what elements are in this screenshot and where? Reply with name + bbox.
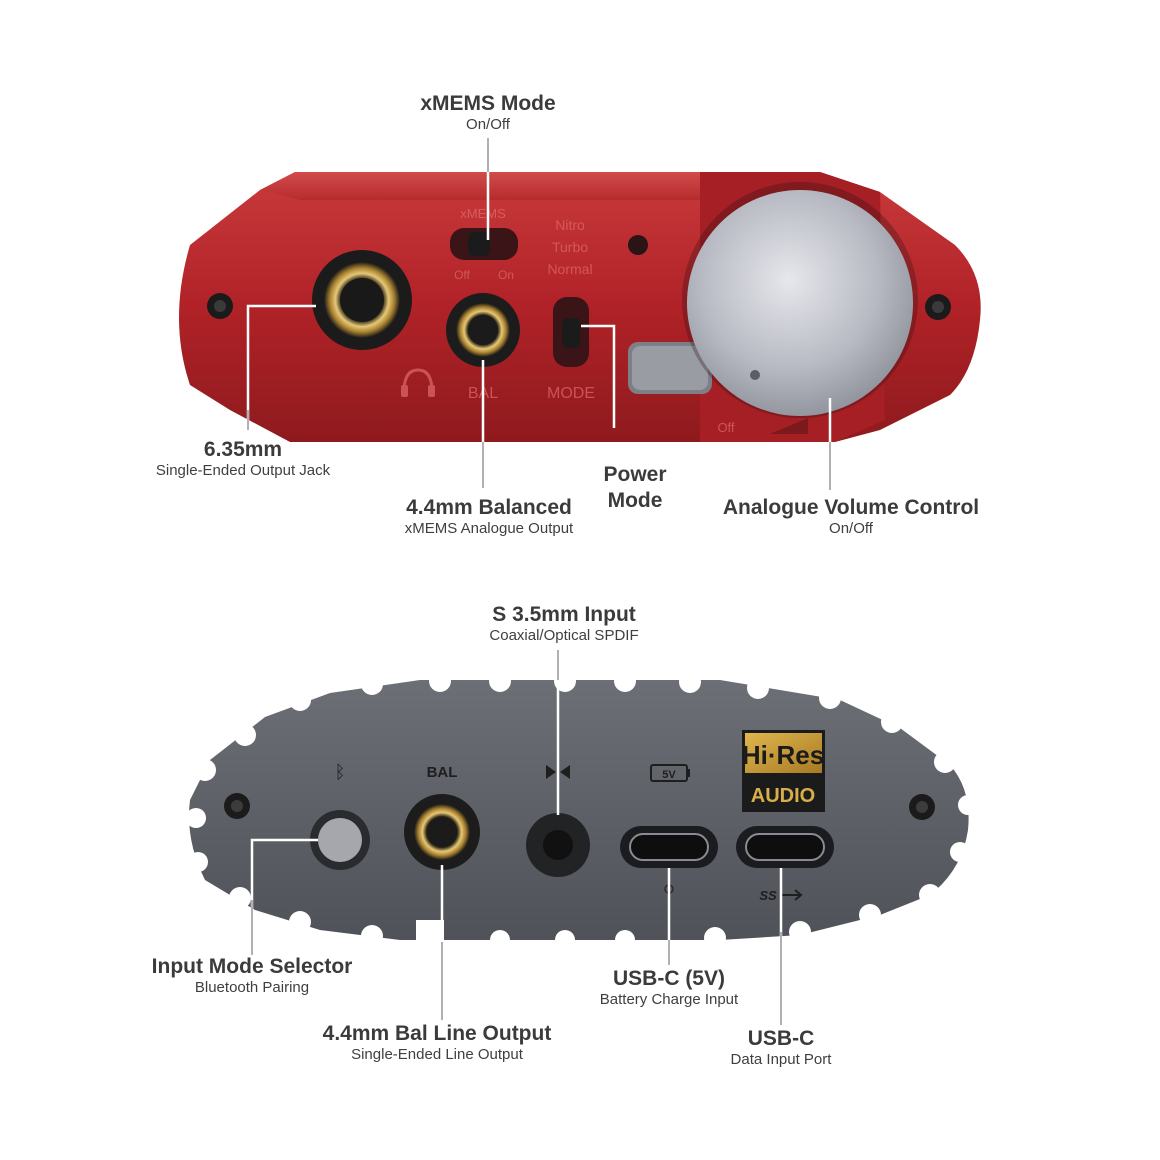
svg-text:Hi·Res: Hi·Res — [742, 740, 824, 770]
callout-title: USB-C — [747, 1027, 815, 1050]
volume-knob[interactable] — [687, 190, 913, 416]
status-led-icon — [628, 235, 648, 255]
xmems-off-label: Off — [454, 268, 470, 282]
front-leader-lines-outside — [247, 138, 831, 490]
callout-title-line2: Mode — [607, 489, 663, 512]
callout-title: Input Mode Selector — [151, 955, 353, 978]
volume-off-label: Off — [717, 420, 734, 435]
callout-bal-line: 4.4mm Bal Line Output Single-Ended Line … — [307, 1022, 567, 1064]
svg-text:AUDIO: AUDIO — [751, 785, 815, 807]
callout-title: Analogue Volume Control — [722, 496, 980, 519]
callout-usbc-data: USB-C Data Input Port — [691, 1027, 871, 1069]
callout-xmems-mode: xMEMS Mode On/Off — [388, 92, 588, 134]
callout-subtitle: Bluetooth Pairing — [194, 979, 310, 996]
callout-title: USB-C (5V) — [612, 967, 725, 990]
callout-volume: Analogue Volume Control On/Off — [710, 496, 992, 538]
callout-input-mode: Input Mode Selector Bluetooth Pairing — [137, 955, 367, 997]
callout-bal-44: 4.4mm Balanced xMEMS Analogue Output — [379, 496, 599, 538]
front-panel: xMEMS Off On Nitro Turbo Normal BAL MODE… — [179, 172, 981, 442]
hires-audio-logo: Hi·Res AUDIO — [742, 730, 825, 812]
callout-title: 6.35mm — [203, 438, 283, 461]
callout-title-line1: Power — [603, 463, 667, 486]
callout-subtitle: Coaxial/Optical SPDIF — [489, 627, 639, 644]
usbc-5v-port — [629, 833, 709, 861]
back-plate — [189, 680, 969, 940]
callout-usbc-5v: USB-C (5V) Battery Charge Input — [569, 967, 769, 1009]
callout-subtitle: Single-Ended Output Jack — [155, 462, 331, 479]
svg-text:5V: 5V — [662, 769, 676, 781]
callout-power-mode: Power Mode — [575, 462, 695, 514]
callout-title: xMEMS Mode — [420, 92, 556, 115]
mode-nitro-label: Nitro — [555, 217, 585, 233]
volume-ramp-icon — [770, 418, 808, 434]
callout-subtitle: Data Input Port — [730, 1051, 832, 1068]
plate-slot — [416, 920, 444, 942]
back-bal-label: BAL — [427, 764, 458, 781]
spdif-input-jack — [543, 830, 573, 860]
callout-title: 4.4mm Balanced — [406, 496, 572, 519]
ss-usb-icon: SS — [759, 888, 777, 903]
mode-normal-label: Normal — [547, 261, 592, 277]
callout-subtitle: Single-Ended Line Output — [351, 1046, 523, 1063]
xmems-panel-label: xMEMS — [460, 206, 506, 221]
usbc-data-port — [745, 833, 825, 861]
callout-title: S 3.5mm Input — [492, 603, 636, 626]
mode-turbo-label: Turbo — [552, 239, 588, 255]
callout-subtitle: On/Off — [466, 116, 510, 133]
callout-subtitle: On/Off — [829, 520, 873, 537]
callout-jack-635: 6.35mm Single-Ended Output Jack — [133, 438, 353, 480]
spdif-icon — [546, 765, 570, 779]
callout-s35-input: S 3.5mm Input Coaxial/Optical SPDIF — [454, 603, 674, 645]
mode-panel-label: MODE — [547, 385, 595, 402]
input-mode-button[interactable] — [318, 818, 362, 862]
callout-subtitle: xMEMS Analogue Output — [404, 520, 574, 537]
bluetooth-icon: ᛒ — [335, 762, 346, 782]
plate-notches — [186, 670, 978, 950]
headphone-icon — [401, 368, 435, 397]
callout-subtitle: Battery Charge Input — [599, 991, 739, 1008]
callout-title: 4.4mm Bal Line Output — [322, 1022, 552, 1045]
battery-5v-icon: 5V — [650, 764, 690, 782]
back-panel: ᛒ BAL 5V SS — [186, 670, 978, 950]
xmems-on-label: On — [498, 268, 514, 282]
back-leader-lines-outside — [251, 650, 782, 1025]
